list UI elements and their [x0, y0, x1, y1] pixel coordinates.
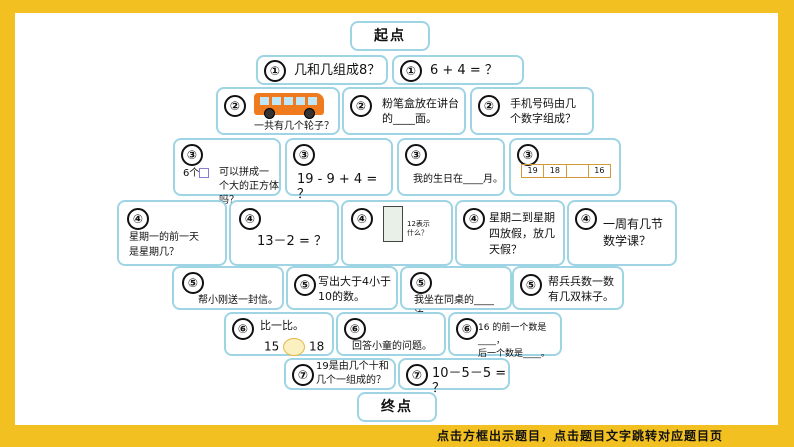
number-badge: ③: [293, 144, 315, 166]
question-text[interactable]: 19是由几个十和 几个一组成的？: [316, 361, 389, 386]
question-text[interactable]: 帮小刚送一封信。: [198, 295, 278, 306]
number-badge: ④: [575, 208, 597, 230]
question-text[interactable]: 10－5－5 = ？: [432, 366, 507, 396]
question-text[interactable]: 12表示 什么？: [407, 220, 430, 237]
compare-right: 18: [308, 339, 325, 354]
cell: 18: [544, 165, 567, 177]
q2-a-box[interactable]: ② 一共有几个轮子？: [216, 87, 340, 135]
q6-b-box[interactable]: ⑥ 回答小童的问题。: [336, 312, 446, 356]
q4-d-box[interactable]: ④ 星期二到星期 四放假，放几 天假？: [455, 200, 565, 266]
cell: [567, 165, 589, 177]
footer-instructions: 点击方框出示题目，点击题目文字跳转对应题目页: [437, 429, 724, 443]
number-badge: ⑥: [344, 318, 366, 340]
q1-a-box[interactable]: ① 几和几组成8？: [256, 55, 388, 85]
number-badge: ⑥: [232, 318, 254, 340]
start-label: 起点: [374, 28, 406, 44]
question-text[interactable]: 回答小童的问题。: [352, 341, 432, 352]
number-badge: ⑤: [182, 272, 204, 294]
question-text[interactable]: 13－2 = ？: [257, 234, 327, 249]
number-badge: ⑤: [294, 274, 316, 296]
question-text[interactable]: 粉笔盒放在讲台 的____面。: [382, 97, 459, 125]
cell: 16: [594, 166, 605, 175]
phone-icon: [383, 206, 403, 242]
number-badge: ①: [400, 60, 422, 82]
question-text[interactable]: 16 的前一个数是____， 后一个数是____。: [478, 323, 551, 359]
question-text[interactable]: 帮兵兵数一数 有几双袜子。: [548, 275, 614, 303]
compare-circle[interactable]: [283, 338, 306, 356]
number-badge: ⑤: [520, 274, 542, 296]
question-text[interactable]: 星期一的前一天 是星期几？: [129, 232, 199, 258]
q3-b-box[interactable]: ③ 19 - 9 + 4 = ？: [285, 138, 393, 202]
question-text[interactable]: 19 - 9 + 4 = ？: [297, 172, 378, 202]
question-text[interactable]: 我的生日在____月。: [413, 174, 503, 185]
compare-row: 15 18: [264, 338, 324, 356]
number-badge: ④: [239, 208, 261, 230]
q3-a-box[interactable]: ③ 6个 可以拼成一 个大的正方体吗？: [173, 138, 281, 206]
q5-d-box[interactable]: ⑤ 帮兵兵数一数 有几双袜子。: [512, 266, 624, 310]
q3-d-box[interactable]: ③ 19 18 16: [509, 138, 621, 196]
question-text[interactable]: 星期二到星期 四放假，放几 天假？: [489, 211, 555, 256]
end-box[interactable]: 终点: [357, 392, 437, 422]
question-text[interactable]: 几和几组成8？: [294, 63, 381, 78]
number-badge: ②: [478, 95, 500, 117]
number-badge: ⑥: [456, 318, 478, 340]
number-badge: ④: [463, 208, 485, 230]
number-badge: ③: [517, 144, 539, 166]
number-badge: ②: [350, 95, 372, 117]
number-badge: ②: [224, 95, 246, 117]
question-text[interactable]: 手机号码由几 个数字组成？: [510, 97, 576, 125]
q6-c-box[interactable]: ⑥ 16 的前一个数是____， 后一个数是____。: [448, 312, 562, 359]
q4-b-box[interactable]: ④ 13－2 = ？: [229, 200, 339, 266]
q5-a-box[interactable]: ⑤ 帮小刚送一封信。: [172, 266, 284, 310]
q6-a-box[interactable]: ⑥ 比一比。 15 18: [224, 312, 334, 356]
number-badge: ①: [264, 60, 286, 82]
end-label: 终点: [381, 399, 413, 415]
q2-c-box[interactable]: ② 手机号码由几 个数字组成？: [470, 87, 594, 135]
number-line: 19 18 16: [521, 164, 611, 178]
number-badge: ③: [405, 144, 427, 166]
q2-b-box[interactable]: ② 粉笔盒放在讲台 的____面。: [342, 87, 466, 135]
number-badge: ⑦: [406, 364, 428, 386]
number-badge: ④: [127, 208, 149, 230]
question-text[interactable]: 比一比。: [260, 319, 304, 332]
q5-c-box[interactable]: ⑤ 我坐在同桌的____边。: [400, 266, 512, 321]
q4-e-box[interactable]: ④ 一周有几节 数学课？: [567, 200, 677, 266]
question-text[interactable]: 6 + 4 = ？: [430, 63, 498, 78]
q5-b-box[interactable]: ⑤ 写出大于4小于 10的数。: [286, 266, 398, 310]
q1-b-box[interactable]: ① 6 + 4 = ？: [392, 55, 524, 85]
cell: 19: [522, 165, 545, 177]
number-badge: ⑦: [292, 364, 314, 386]
number-badge: ③: [181, 144, 203, 166]
question-text[interactable]: 一共有几个轮子？: [254, 121, 334, 132]
q7-a-box[interactable]: ⑦ 19是由几个十和 几个一组成的？: [284, 358, 396, 390]
number-badge: ④: [351, 208, 373, 230]
q4-c-box[interactable]: ④ 12表示 什么？: [341, 200, 453, 266]
cube-icon: [199, 168, 210, 178]
question-text[interactable]: 写出大于4小于 10的数。: [318, 275, 391, 303]
question-text[interactable]: 可以拼成一 个大的正方体吗？: [219, 167, 279, 206]
compare-left: 15: [264, 339, 280, 354]
text-count: 6个: [183, 168, 200, 179]
q7-b-box[interactable]: ⑦ 10－5－5 = ？: [398, 358, 510, 396]
q3-c-box[interactable]: ③ 我的生日在____月。: [397, 138, 505, 196]
bus-icon: [254, 93, 324, 119]
number-badge: ⑤: [410, 272, 432, 294]
start-box[interactable]: 起点: [350, 21, 430, 51]
question-text-line1[interactable]: 6个: [183, 166, 210, 181]
q4-a-box[interactable]: ④ 星期一的前一天 是星期几？: [117, 200, 227, 266]
question-text[interactable]: 一周有几节 数学课？: [603, 217, 664, 248]
